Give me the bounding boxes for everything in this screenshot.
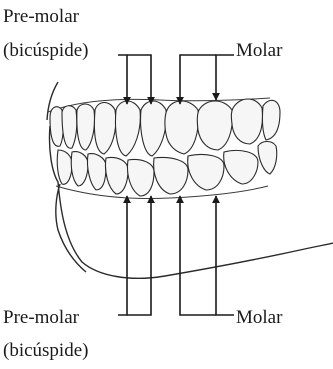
label-upper-premolar: Pre-molar bbox=[3, 6, 79, 28]
arrow-lower-premolar-1 bbox=[118, 196, 127, 315]
arrow-lower-molar-1 bbox=[216, 196, 234, 315]
label-lower-premolar: Pre-molar bbox=[3, 307, 79, 329]
arrow-lower-premolar-2 bbox=[127, 196, 151, 315]
arrow-upper-molar-2 bbox=[180, 55, 216, 104]
arrow-upper-premolar-1 bbox=[118, 55, 127, 104]
arrow-upper-premolar-2 bbox=[127, 55, 151, 104]
label-upper-molar: Molar bbox=[236, 40, 282, 62]
label-upper-premolar-bicuspid: (bicúspide) bbox=[3, 40, 88, 62]
arrow-lower-molar-2 bbox=[180, 196, 216, 315]
label-lower-premolar-bicuspid: (bicúspide) bbox=[3, 340, 88, 362]
arrow-upper-molar-1 bbox=[216, 55, 234, 100]
upper-teeth bbox=[50, 99, 280, 156]
lower-teeth bbox=[57, 142, 277, 197]
label-lower-molar: Molar bbox=[236, 307, 282, 329]
